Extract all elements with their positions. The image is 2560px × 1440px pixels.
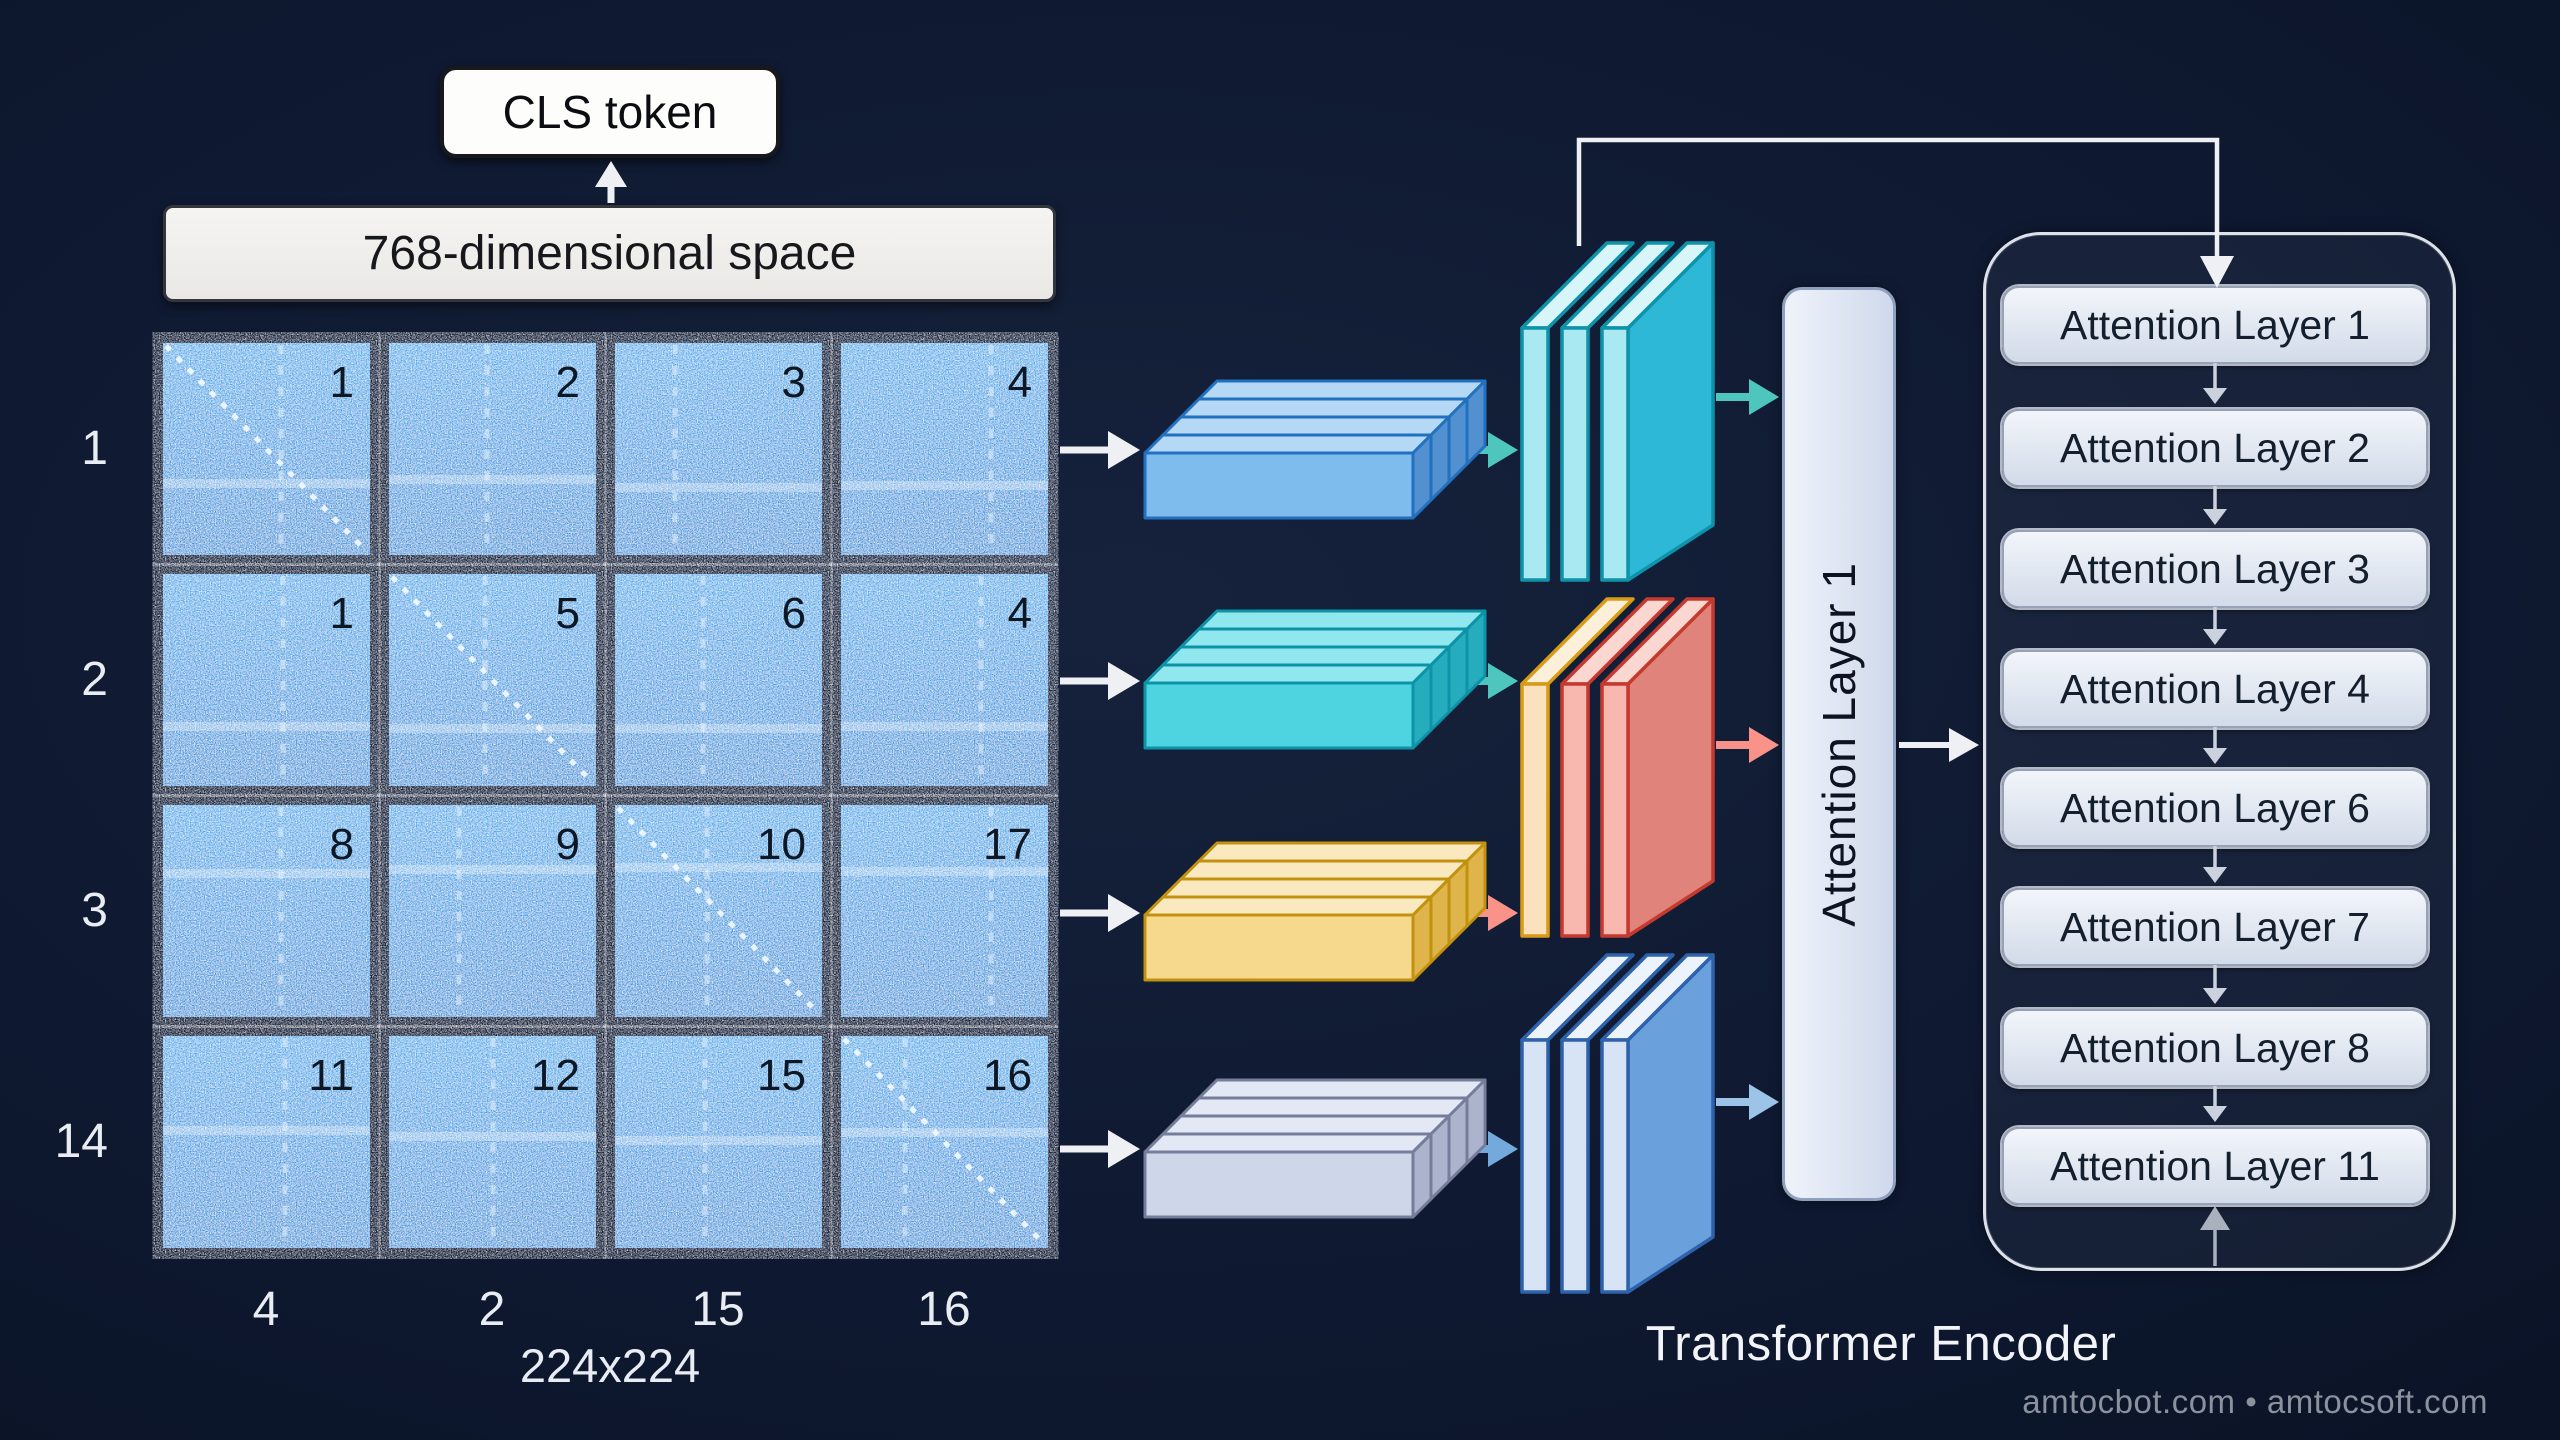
patch-number: 16 [983,1051,1032,1100]
patch-cell-r3c1: 8 [163,805,370,1017]
pill-label: Attention Layer 1 [2060,301,2370,348]
embedding-to-stack-arrow-2 [1452,663,1518,699]
token-plate-stack-cyan [1520,241,1715,582]
patch-number: 15 [757,1051,806,1100]
patch-cell-r2c2: 5 [389,574,596,786]
patch-number: 10 [757,820,806,869]
patch-number: 9 [556,820,580,869]
image-size-label: 224x224 [519,1339,701,1392]
attention-layer-pill-7: Attention Layer 8 [2002,1009,2428,1087]
stack-to-attention-arrow-1 [1716,379,1779,415]
attention-layer-pill-3: Attention Layer 3 [2002,530,2428,608]
patch-number: 8 [330,820,354,869]
patch-cell-r2c3: 6 [615,574,822,786]
pill-label: Attention Layer 4 [2060,665,2370,712]
patch-number: 4 [1008,358,1032,407]
attention-layer-pill-1: Attention Layer 1 [2002,286,2428,364]
patch-number: 6 [782,589,806,638]
patch-cell-r1c1: 1 [163,343,370,555]
grid-to-embedding-arrow-2 [1060,662,1140,700]
patch-number: 4 [1008,589,1032,638]
token-plate-stack-red [1520,597,1715,938]
pill-label: Attention Layer 2 [2060,424,2370,471]
grid-to-embedding-arrow-1 [1060,431,1140,469]
cls-token-label: CLS token [502,86,718,138]
attention-layer-pill-8: Attention Layer 11 [2002,1127,2428,1205]
patch-cell-r4c3: 15 [615,1036,822,1248]
patch-number: 1 [330,589,354,638]
patch-number: 5 [556,589,580,638]
grid-row-label-1: 1 [81,422,108,475]
patch-number: 2 [556,358,580,407]
patch-number: 17 [983,820,1032,869]
stack-to-attention-arrow-3 [1716,1084,1779,1120]
embedding-to-stack-arrow-4 [1452,1131,1518,1167]
patch-embedding-box-3 [1143,841,1487,982]
pill-label: Attention Layer 8 [2060,1024,2370,1071]
attention-layer-pill-5: Attention Layer 6 [2002,769,2428,847]
pill-label: Attention Layer 11 [2050,1142,2380,1189]
patch-cell-r1c3: 3 [615,343,822,555]
attention-to-encoder-arrow [1899,728,1979,762]
patch-cell-r4c2: 12 [389,1036,596,1248]
patch-cell-r4c1: 11 [163,1036,370,1248]
patch-number: 3 [782,358,806,407]
embedding-space-label: 768-dimensional space [362,227,857,280]
patch-cell-r2c4: 4 [841,574,1048,786]
grid-row-label-3: 3 [81,884,108,937]
grid-col-label-1: 4 [252,1283,280,1336]
pill-label: Attention Layer 3 [2060,545,2370,592]
patch-number: 12 [531,1051,580,1100]
grid-to-embedding-arrow-3 [1060,894,1140,932]
patch-grid: 1 2 3 4 1 [163,343,1048,1248]
grid-to-embedding-arrow-4 [1060,1130,1140,1168]
patch-cell-r2c1: 1 [163,574,370,786]
embedding-space-box: 768-dimensional space [163,205,1056,302]
attention-layer-pill-4: Attention Layer 4 [2002,650,2428,728]
pill-label: Attention Layer 6 [2060,784,2370,831]
patch-embedding-box-4 [1143,1078,1487,1219]
patch-cell-r3c4: 17 [841,805,1048,1017]
patch-embedding-box-2 [1143,609,1487,750]
patch-embedding-box-1 [1143,379,1487,520]
pill-label: Attention Layer 7 [2060,903,2370,950]
transformer-encoder-panel: Attention Layer 1 Attention Layer 2 Atte… [1983,232,2456,1271]
patch-cell-r3c2: 9 [389,805,596,1017]
stack-to-attention-arrow-2 [1716,727,1779,763]
transformer-encoder-title: Transformer Encoder [1645,1317,2117,1371]
footer-websites: amtocbot.com • amtocsoft.com [2022,1383,2488,1420]
embedding-to-stack-arrow-1 [1452,432,1518,468]
grid-col-label-3: 15 [691,1283,745,1336]
grid-col-label-4: 16 [917,1283,971,1336]
patch-cell-r3c3: 10 [615,805,822,1017]
embedding-to-stack-arrow-3 [1452,895,1518,931]
patch-cell-r4c4: 16 [841,1036,1048,1248]
patch-number: 1 [330,358,354,407]
cls-token-arrow [595,161,627,203]
attention-layer-pill-6: Attention Layer 7 [2002,888,2428,966]
grid-row-label-2: 2 [81,653,108,706]
attention-layer-column: Attention Layer 1 [1782,287,1896,1201]
patch-cell-r1c4: 4 [841,343,1048,555]
cls-token-box: CLS token [440,66,780,158]
attention-layer-pill-2: Attention Layer 2 [2002,409,2428,487]
attention-column-label: Attention Layer 1 [1813,561,1865,927]
patch-number: 11 [308,1051,354,1100]
token-plate-stack-blue [1520,953,1715,1294]
grid-col-label-2: 2 [478,1283,506,1336]
grid-row-label-4: 14 [54,1115,108,1168]
patch-cell-r1c2: 2 [389,343,596,555]
